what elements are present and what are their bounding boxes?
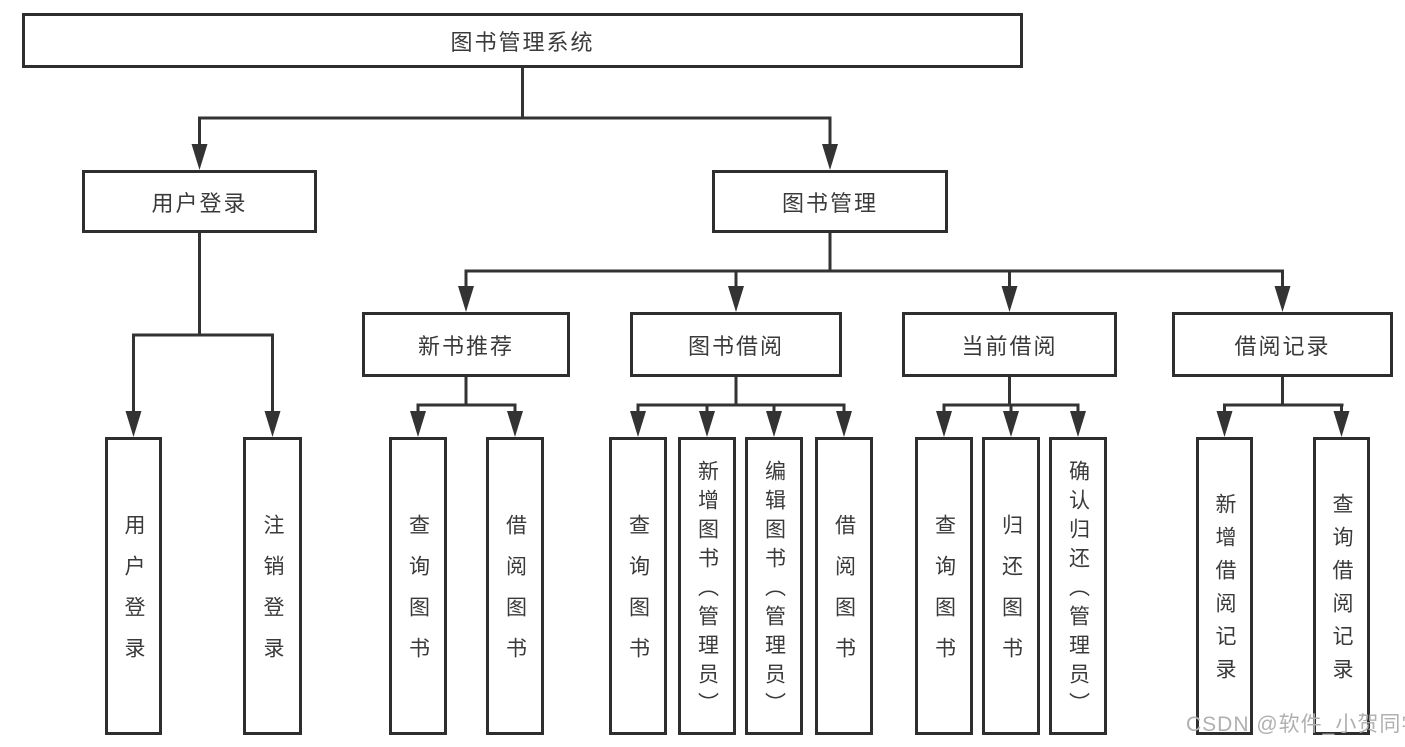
node-root-system-label: 图书管理系统 [450,29,595,55]
connector-root-to-level2 [191,68,838,170]
leaf-add-book-admin-label: 新增图书（管理员） [695,459,719,721]
leaf-recommend-borrow-book: 借阅图书 [486,437,544,735]
leaf-user-login: 用户登录 [105,437,162,735]
node-new-book-recommend-label: 新书推荐 [417,333,514,359]
leaf-borrow-query-book-label: 查询图书 [626,514,650,678]
leaf-return-book-label: 归还图书 [999,514,1023,678]
leaf-recommend-query-book: 查询图书 [389,437,447,735]
connector-user-login-to-leaves [125,233,281,437]
leaf-edit-book-admin-label: 编辑图书（管理员） [762,459,786,721]
node-borrow-records-label: 借阅记录 [1234,333,1331,359]
leaf-user-login-label: 用户登录 [122,514,145,678]
leaf-query-borrow-record-label: 查询借阅记录 [1330,493,1353,691]
leaf-current-query-book: 查询图书 [915,437,973,735]
leaf-edit-book-admin: 编辑图书（管理员） [745,437,803,735]
leaf-query-borrow-record: 查询借阅记录 [1313,437,1370,735]
node-new-book-recommend: 新书推荐 [362,312,570,377]
leaf-borrow-book: 借阅图书 [815,437,873,735]
connector-current-borrow-to-leaves [936,377,1086,437]
csdn-watermark: CSDN @软件_小贺同学 [1186,713,1405,736]
connector-book-management-to-level3 [458,233,1291,312]
node-user-login-branch-label: 用户登录 [151,190,248,216]
connector-borrow-records-to-leaves [1216,377,1350,437]
leaf-recommend-borrow-book-label: 借阅图书 [503,514,527,678]
leaf-logout-label: 注销登录 [261,514,284,678]
leaf-add-borrow-record: 新增借阅记录 [1196,437,1253,735]
leaf-recommend-query-book-label: 查询图书 [406,514,430,678]
leaf-add-borrow-record-label: 新增借阅记录 [1213,493,1236,691]
node-borrow-records: 借阅记录 [1172,312,1393,377]
leaf-logout: 注销登录 [243,437,302,735]
node-book-management-branch: 图书管理 [712,170,948,233]
leaf-add-book-admin: 新增图书（管理员） [678,437,736,735]
node-user-login-branch: 用户登录 [82,170,317,233]
leaf-confirm-return-admin: 确认归还（管理员） [1049,437,1107,735]
node-current-borrow: 当前借阅 [902,312,1117,377]
node-book-borrow: 图书借阅 [630,312,842,377]
leaf-current-query-book-label: 查询图书 [932,514,956,678]
node-root-system: 图书管理系统 [22,13,1023,68]
leaf-borrow-query-book: 查询图书 [609,437,667,735]
node-book-borrow-label: 图书借阅 [687,333,784,359]
node-book-management-branch-label: 图书管理 [781,190,878,216]
connector-book-borrow-to-leaves [630,377,852,437]
leaf-return-book: 归还图书 [982,437,1040,735]
connector-new-book-recommend-to-leaves [410,377,523,437]
leaf-borrow-book-label: 借阅图书 [832,514,856,678]
leaf-confirm-return-admin-label: 确认归还（管理员） [1066,459,1090,721]
node-current-borrow-label: 当前借阅 [961,333,1058,359]
